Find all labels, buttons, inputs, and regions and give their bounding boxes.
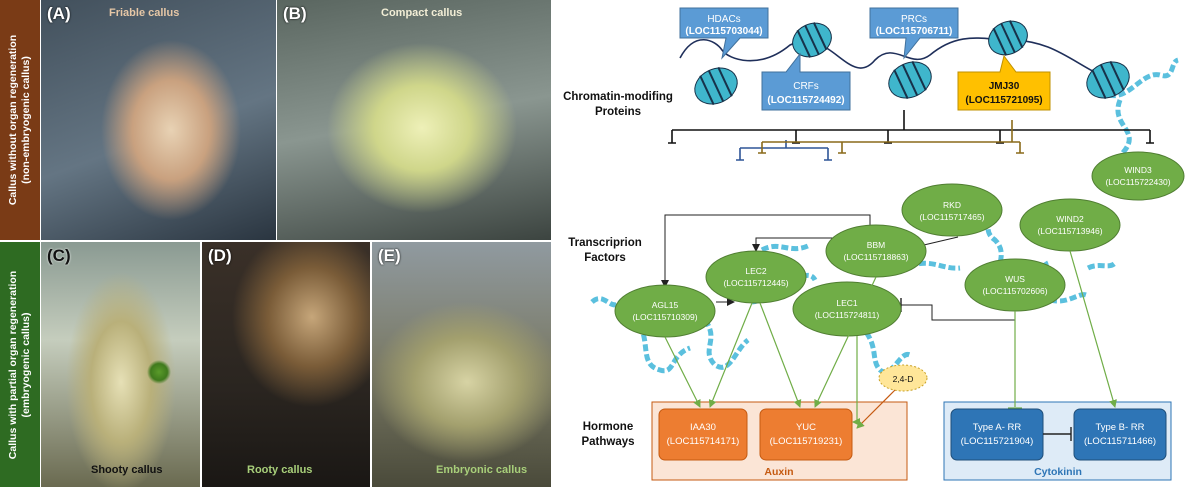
panel-letter-d: (D) <box>208 246 232 265</box>
svg-text:Type B- RR: Type B- RR <box>1095 422 1144 433</box>
box-crfs: CRFs (LOC115724492) <box>761 52 851 111</box>
svg-text:Factors: Factors <box>584 252 626 264</box>
photo-rooty-callus: (D) Rooty callus <box>202 242 370 487</box>
panel-letter-e: (E) <box>378 246 401 265</box>
caption-compact: Compact callus <box>381 7 463 19</box>
svg-text:JMJ30: JMJ30 <box>989 81 1020 92</box>
svg-text:(LOC115706711): (LOC115706711) <box>876 26 953 37</box>
svg-text:PRCs: PRCs <box>901 14 927 25</box>
node-agl15: AGL15 (LOC115710309) <box>614 284 716 338</box>
nucleosomes <box>694 20 1130 106</box>
svg-text:Transcriprion: Transcriprion <box>568 237 642 249</box>
svg-text:Type A- RR: Type A- RR <box>973 422 1022 433</box>
svg-text:2,4-D: 2,4-D <box>893 374 914 384</box>
svg-text:AGL15: AGL15 <box>652 300 679 310</box>
panel-letter-c: (C) <box>47 246 71 265</box>
svg-text:RKD: RKD <box>943 200 961 210</box>
svg-text:(LOC115702606): (LOC115702606) <box>982 286 1047 296</box>
caption-friable: Friable callus <box>109 7 180 19</box>
svg-text:(LOC115724492): (LOC115724492) <box>767 95 844 106</box>
svg-text:LEC2: LEC2 <box>745 266 767 276</box>
box-type-b-rr: Type B- RR (LOC115711466) <box>1073 408 1167 461</box>
nucleosome <box>694 66 738 106</box>
svg-text:HDACs: HDACs <box>707 14 740 25</box>
svg-text:(LOC115724811): (LOC115724811) <box>815 310 880 320</box>
panel-letter-a: (A) <box>47 4 71 23</box>
svg-text:IAA30: IAA30 <box>690 422 716 433</box>
svg-text:Cytokinin: Cytokinin <box>1034 466 1082 478</box>
svg-text:(LOC115722430): (LOC115722430) <box>1105 177 1170 187</box>
node-lec1: LEC1 (LOC115724811) <box>792 281 902 337</box>
row-label-non-embryogenic: Callus without organ regeneration(non-em… <box>0 0 40 240</box>
section-label-chromatin: Chromatin-modifing Proteins <box>563 91 673 118</box>
nucleosome <box>792 22 832 58</box>
box-iaa30: IAA30 (LOC115714171) <box>658 408 748 461</box>
node-rkd: RKD (LOC115717465) <box>901 183 1003 237</box>
svg-text:WUS: WUS <box>1005 274 1025 284</box>
svg-text:CRFs: CRFs <box>793 81 819 92</box>
photo-friable-callus: (A) Friable callus <box>41 0 276 240</box>
svg-text:WIND3: WIND3 <box>1124 165 1152 175</box>
section-label-hormone: Hormone Pathways <box>581 421 634 448</box>
box-prcs: PRCs (LOC115706711) <box>869 7 959 60</box>
row-label-embryogenic: Callus with partial organ regeneration(e… <box>0 242 40 487</box>
svg-text:(LOC115721095): (LOC115721095) <box>965 95 1042 106</box>
node-wind2: WIND2 (LOC115713946) <box>1019 198 1121 252</box>
svg-text:(LOC115719231): (LOC115719231) <box>770 436 843 447</box>
svg-text:(LOC115714171): (LOC115714171) <box>667 436 740 447</box>
svg-text:LEC1: LEC1 <box>836 298 858 308</box>
photo-embryonic-callus: (E) Embryonic callus <box>372 242 551 487</box>
svg-text:YUC: YUC <box>796 422 816 433</box>
svg-text:Auxin: Auxin <box>764 466 793 478</box>
nucleosome <box>1086 60 1130 100</box>
svg-text:Chromatin-modifing: Chromatin-modifing <box>563 91 673 103</box>
nucleosome <box>988 20 1028 56</box>
caption-rooty: Rooty callus <box>247 464 313 476</box>
svg-text:(LOC115718863): (LOC115718863) <box>843 252 908 262</box>
d24-cloud: 2,4-D <box>856 364 928 429</box>
photo-compact-callus: (B) Compact callus <box>277 0 551 240</box>
svg-text:(LOC115717465): (LOC115717465) <box>919 212 984 222</box>
svg-text:(LOC115713946): (LOC115713946) <box>1037 226 1102 236</box>
svg-text:Pathways: Pathways <box>581 436 634 448</box>
node-wus: WUS (LOC115702606) <box>964 258 1066 312</box>
node-bbm: BBM (LOC115718863) <box>825 224 927 278</box>
node-wind3: WIND3 (LOC115722430) <box>1091 151 1185 201</box>
svg-text:Proteins: Proteins <box>595 106 641 118</box>
box-jmj30: JMJ30 (LOC115721095) <box>957 54 1051 111</box>
section-label-tf: Transcriprion Factors <box>568 237 642 264</box>
panel-letter-b: (B) <box>283 4 307 23</box>
caption-embryonic: Embryonic callus <box>436 464 528 476</box>
box-yuc: YUC (LOC115719231) <box>759 408 853 461</box>
photo-shooty-callus: (C) Shooty callus <box>41 242 200 487</box>
inhibit-a-to-b <box>1043 427 1072 441</box>
svg-text:(LOC115703044): (LOC115703044) <box>685 26 762 37</box>
box-hdacs: HDACs (LOC115703044) <box>679 7 769 60</box>
svg-text:BBM: BBM <box>867 240 885 250</box>
svg-text:Hormone: Hormone <box>583 421 633 433</box>
node-lec2: LEC2 (LOC115712445) <box>705 250 807 304</box>
box-type-a-rr: Type A- RR (LOC115721904) <box>950 408 1044 461</box>
caption-shooty: Shooty callus <box>91 464 163 476</box>
chromatin-fiber <box>679 37 1180 182</box>
chromatin-inhibition-tree <box>668 110 1154 161</box>
svg-text:(LOC115721904): (LOC115721904) <box>961 436 1034 447</box>
nucleosome <box>888 60 932 100</box>
svg-text:(LOC115712445): (LOC115712445) <box>723 278 788 288</box>
svg-text:(LOC115710309): (LOC115710309) <box>632 312 697 322</box>
svg-text:(LOC115711466): (LOC115711466) <box>1084 436 1156 447</box>
svg-text:WIND2: WIND2 <box>1056 214 1084 224</box>
